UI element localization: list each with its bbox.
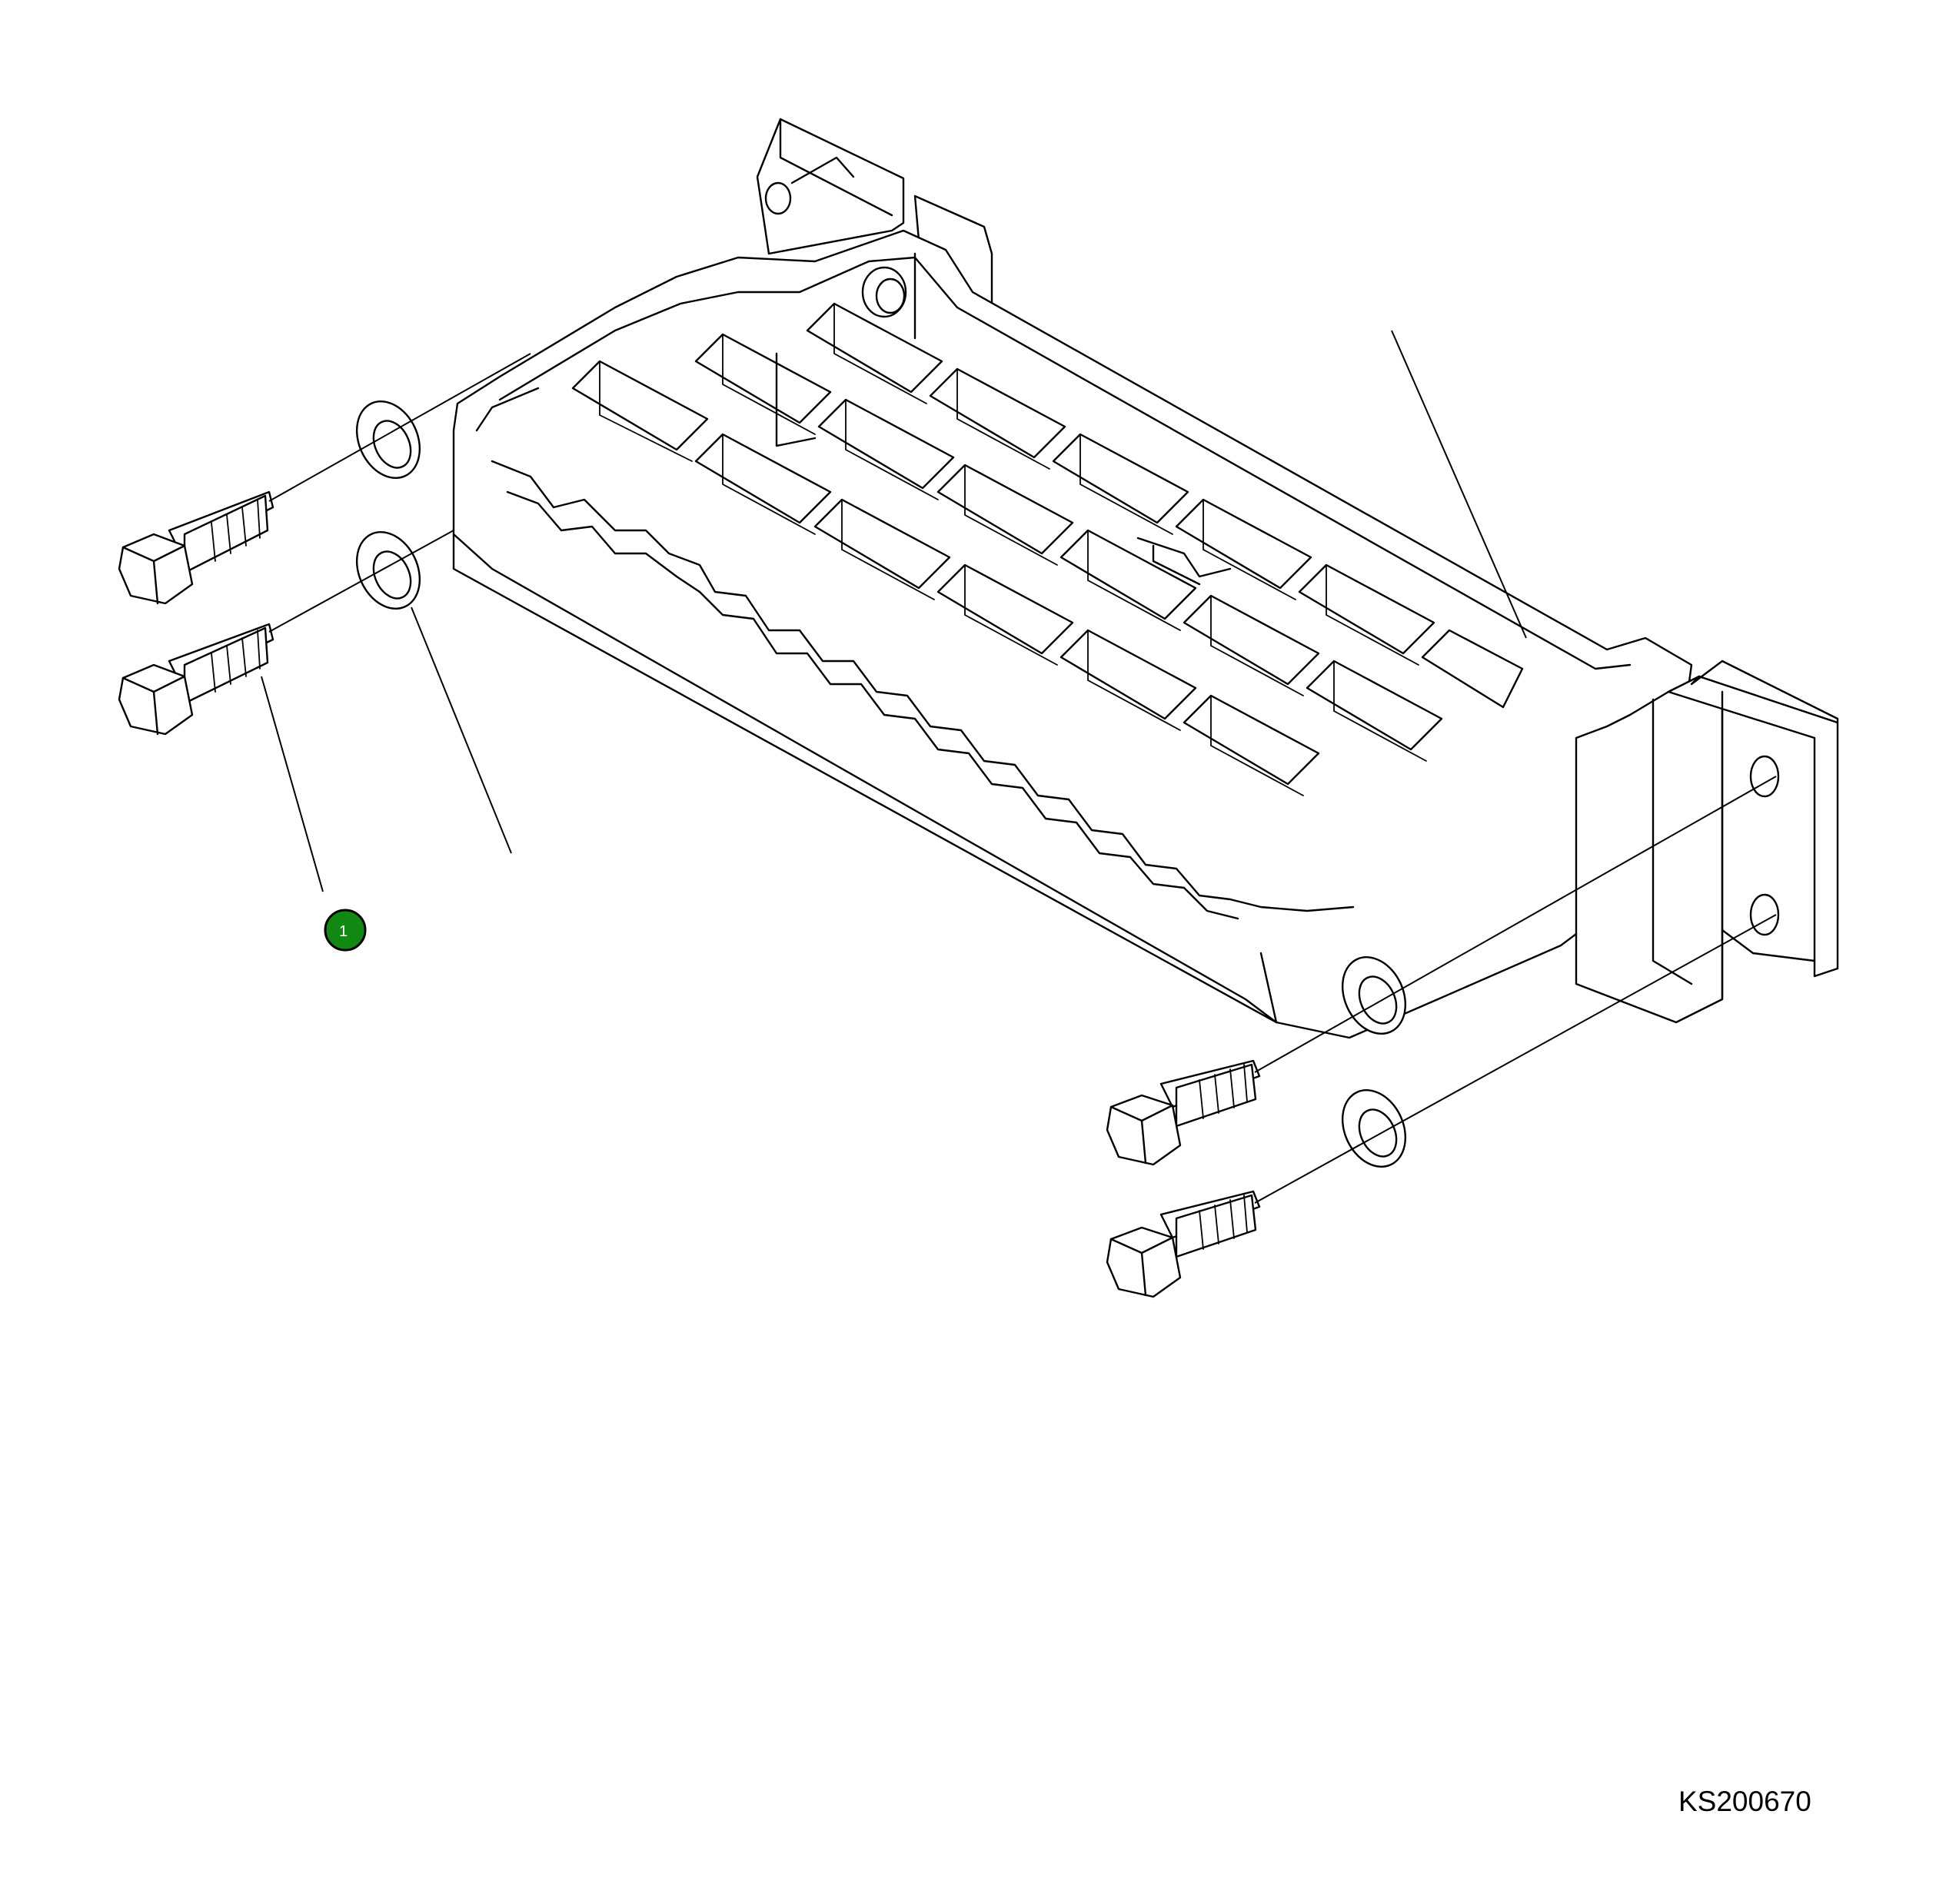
drawing-reference-code: KS200670 xyxy=(1678,1786,1811,1817)
step-bracket-icon xyxy=(452,118,1839,1039)
washer-icon xyxy=(355,400,1407,1168)
leader-lines xyxy=(261,330,1777,1204)
callout-circle xyxy=(324,909,367,952)
callout-label: 1 xyxy=(339,923,348,940)
callout-1[interactable]: 1 xyxy=(324,909,367,952)
hex-bolt-icon xyxy=(118,490,1261,1298)
